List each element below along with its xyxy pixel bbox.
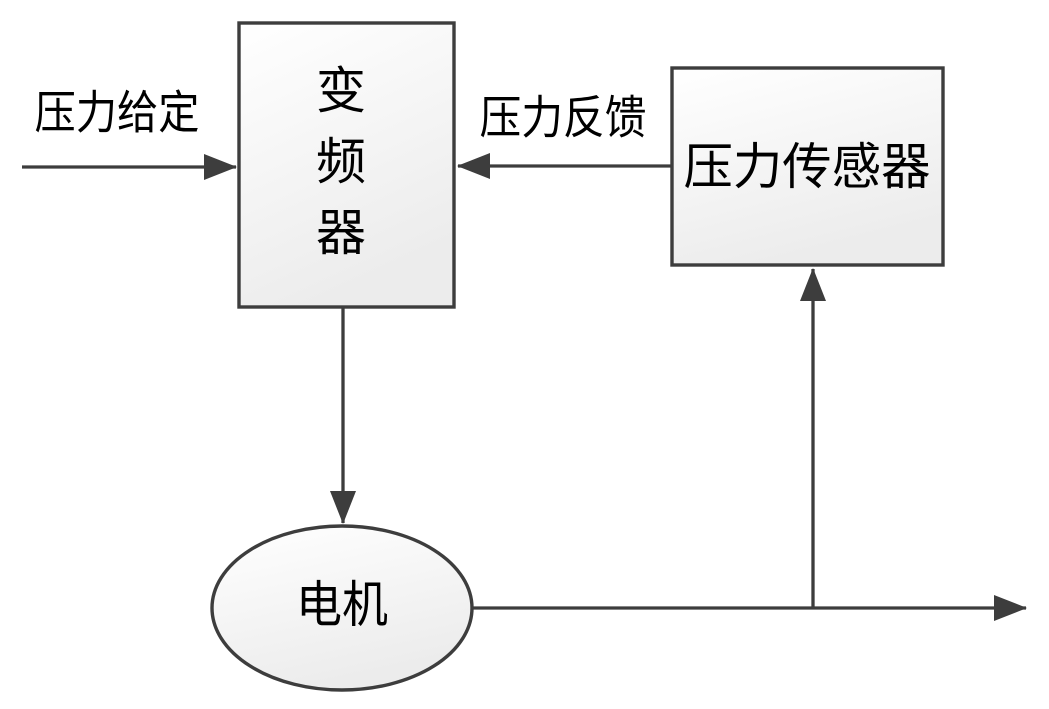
connector-group bbox=[22, 153, 1027, 621]
feedback-edge-label: 压力反馈 bbox=[480, 93, 647, 144]
motor-label: 电机 bbox=[296, 577, 388, 633]
setpoint-edge-label: 压力给定 bbox=[35, 88, 200, 139]
pressure-sensor-label: 压力传感器 bbox=[684, 139, 931, 195]
inverter-box bbox=[237, 21, 456, 309]
inverter-label-char-3: 器 bbox=[316, 205, 366, 261]
inverter-label-char-2: 频 bbox=[316, 134, 366, 190]
pressure-sensor-box bbox=[670, 66, 945, 267]
motor-ellipse bbox=[210, 524, 474, 692]
inverter-label-char-1: 变 bbox=[316, 63, 366, 119]
